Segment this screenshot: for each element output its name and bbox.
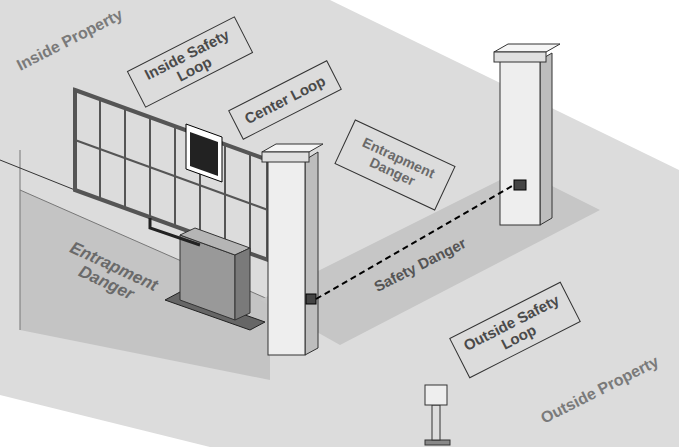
keypad-foot (425, 440, 450, 445)
entrapment-floor (20, 190, 270, 380)
post-front (500, 60, 540, 225)
zone-label: Entrapment Danger (52, 235, 169, 315)
zone-label: Outside Safety Loop (455, 289, 574, 371)
center-loop-outline (229, 61, 342, 139)
photo-beam (316, 185, 514, 299)
pillar-front (268, 160, 305, 355)
pillar-side (305, 152, 318, 355)
pillar-cap (262, 152, 309, 162)
zone-label: Inside Safety Loop (136, 24, 244, 100)
outside-loop-outline (450, 282, 580, 377)
entrapment-zone-outline (335, 120, 455, 210)
zone-label: Center Loop (237, 70, 333, 129)
operator-side (235, 248, 250, 320)
property-line (0, 160, 75, 190)
photo-eye (306, 294, 316, 304)
inside-loop-outline (127, 17, 252, 107)
photo-eye (514, 180, 526, 190)
warning-sign-print (190, 132, 218, 176)
post-cap-top (494, 44, 560, 52)
zone-label: Outside Property (529, 348, 670, 431)
operator-arm (150, 218, 200, 245)
keypad-post (432, 405, 440, 440)
keypad-box (425, 385, 447, 405)
outside-ground (0, 395, 210, 447)
gate-panel (75, 90, 268, 260)
post-cap (494, 52, 546, 62)
pillar-cap-top (262, 144, 323, 152)
zone-label: Entrapment Danger (346, 132, 445, 199)
zone-label: Inside Property (0, 0, 141, 82)
warning-sign (186, 124, 222, 182)
entrapment-box-edge (20, 150, 21, 330)
post-side (540, 53, 552, 225)
zone-label: Safety Danger (359, 228, 482, 301)
